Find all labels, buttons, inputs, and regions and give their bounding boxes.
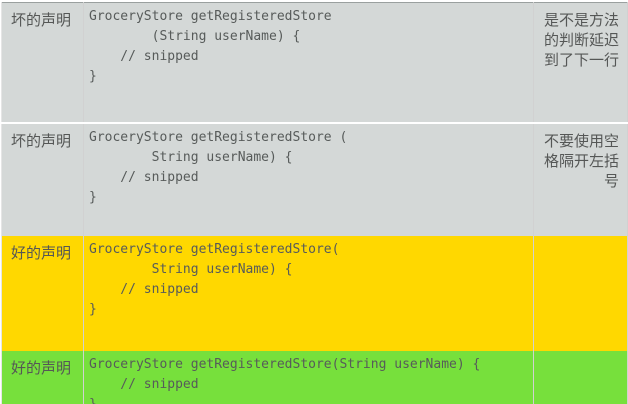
note-cell [533,351,628,404]
table-row: 坏的声明 GroceryStore getRegisteredStore (St… [1,2,628,124]
table-row: 坏的声明 GroceryStore getRegisteredStore ( S… [1,123,628,236]
code-snippet: GroceryStore getRegisteredStore( String … [89,242,340,317]
code-cell: GroceryStore getRegisteredStore( String … [83,236,534,351]
code-snippet: GroceryStore getRegisteredStore(String u… [89,357,481,404]
declaration-label-cell: 好的声明 [1,236,84,351]
code-snippet: GroceryStore getRegisteredStore ( String… [89,130,348,205]
declaration-label: 坏的声明 [11,11,72,29]
code-cell: GroceryStore getRegisteredStore(String u… [83,351,534,404]
declaration-label-cell: 坏的声明 [1,2,84,124]
note-cell: 不要使用空格隔开左括号 [533,123,628,236]
declaration-label: 坏的声明 [11,132,72,150]
code-cell: GroceryStore getRegisteredStore ( String… [83,123,534,236]
note-text: 是不是方法的判断延迟到了下一行 [543,11,619,69]
table-row: 好的声明 GroceryStore getRegisteredStore( St… [1,236,628,351]
note-cell [533,236,628,351]
code-cell: GroceryStore getRegisteredStore (String … [83,2,534,124]
declaration-label-cell: 好的声明 [1,351,84,404]
declaration-label-cell: 坏的声明 [1,123,84,236]
declaration-label: 好的声明 [11,359,72,377]
note-text: 不要使用空格隔开左括号 [543,132,619,190]
note-cell: 是不是方法的判断延迟到了下一行 [533,2,628,124]
table-row: 好的声明 GroceryStore getRegisteredStore(Str… [1,351,628,404]
declaration-label: 好的声明 [11,244,72,262]
code-snippet: GroceryStore getRegisteredStore (String … [89,9,332,84]
